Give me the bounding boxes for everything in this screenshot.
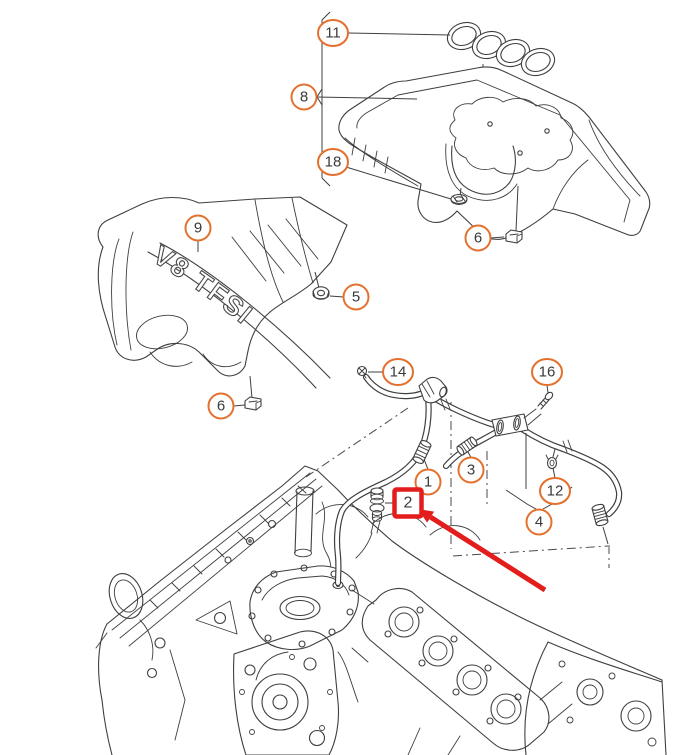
engine-block <box>95 465 667 755</box>
callout-6-left[interactable]: 6 <box>207 392 235 420</box>
nut-part <box>312 271 330 300</box>
svg-text:12: 12 <box>547 483 564 500</box>
grommet-part <box>450 187 468 205</box>
clip-part-left <box>244 375 262 411</box>
svg-text:6: 6 <box>474 230 482 247</box>
callout-12[interactable]: 12 <box>539 477 571 505</box>
callout-3[interactable]: 3 <box>457 456 485 484</box>
svg-text:1: 1 <box>424 474 432 491</box>
callout-6-right[interactable]: 6 <box>464 224 492 252</box>
section-frame-lines <box>302 402 610 568</box>
fitting-part-14 <box>356 365 368 379</box>
engine-cover-front: V8 TFSI <box>97 196 348 389</box>
svg-text:4: 4 <box>535 514 543 531</box>
highlight-annotation: 2 <box>392 487 547 593</box>
connector-part-3 <box>456 436 478 456</box>
svg-text:2: 2 <box>404 495 413 512</box>
svg-text:18: 18 <box>325 154 342 171</box>
callout-4[interactable]: 4 <box>525 508 553 536</box>
elbow-fitting <box>418 376 448 404</box>
highlighted-callout-2[interactable]: 2 <box>392 487 424 519</box>
callout-16[interactable]: 16 <box>531 358 563 386</box>
svg-text:11: 11 <box>325 25 341 42</box>
leader-lines <box>197 11 573 510</box>
svg-text:9: 9 <box>194 220 202 237</box>
svg-text:16: 16 <box>539 364 556 381</box>
hose-junction <box>491 408 542 437</box>
callout-9[interactable]: 9 <box>184 214 212 242</box>
svg-text:8: 8 <box>300 89 308 106</box>
clip-part-12 <box>545 448 559 470</box>
clip-part-right <box>505 185 523 244</box>
elbow-connector-right <box>591 503 609 527</box>
svg-text:6: 6 <box>217 398 225 415</box>
screw-part-16 <box>537 391 554 410</box>
connector-part-1 <box>412 440 432 464</box>
callout-5[interactable]: 5 <box>342 283 370 311</box>
callout-14[interactable]: 14 <box>382 358 414 386</box>
highlight-arrow <box>429 514 547 593</box>
callouts: 11 8 18 9 5 6 6 14 <box>184 19 571 536</box>
callout-8[interactable]: 8 <box>290 83 318 111</box>
svg-text:5: 5 <box>352 289 360 306</box>
callout-18[interactable]: 18 <box>317 148 349 176</box>
engine-cover-top <box>338 66 651 240</box>
svg-text:3: 3 <box>467 462 475 479</box>
breather-hose-assembly <box>333 365 623 587</box>
callout-11[interactable]: 11 <box>317 19 349 47</box>
svg-text:14: 14 <box>390 364 407 381</box>
pressure-valve-part-2 <box>355 487 385 559</box>
